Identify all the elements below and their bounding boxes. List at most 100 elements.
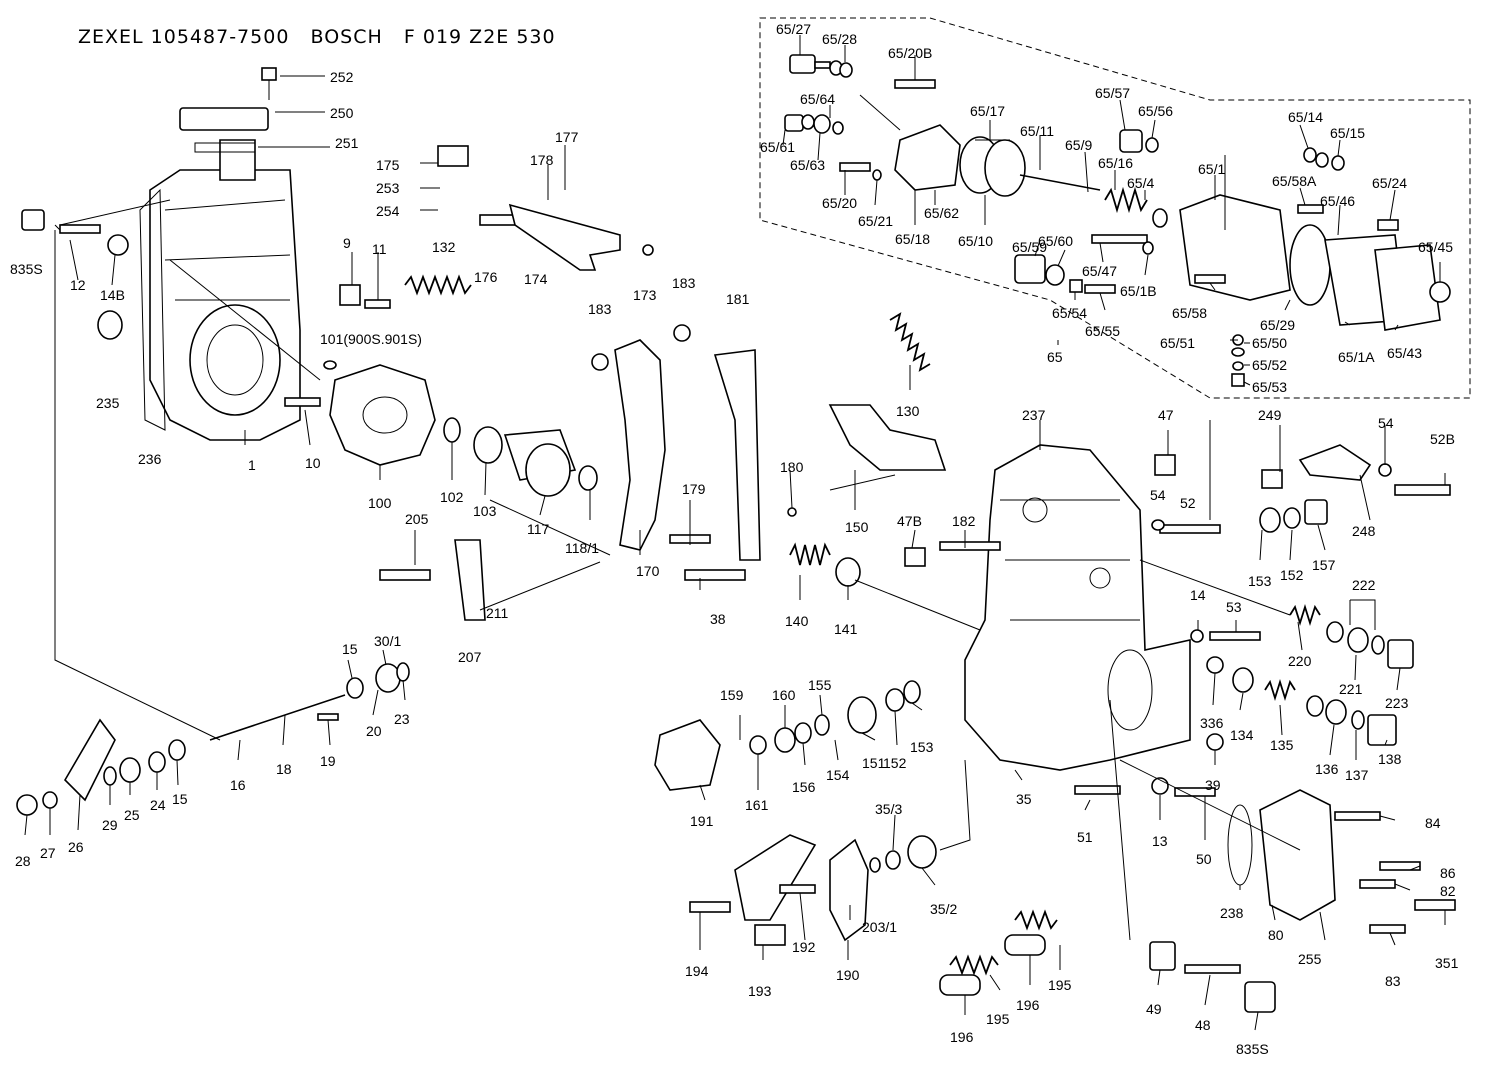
part-label: 53 <box>1226 599 1242 615</box>
gasket-236 <box>139 188 166 431</box>
lever-193 <box>734 834 817 921</box>
part-label: 236 <box>138 451 162 467</box>
part-label: 140 <box>785 613 809 629</box>
part-label: 26 <box>68 839 84 855</box>
sleeve-117 <box>503 429 577 497</box>
part-label: 141 <box>834 621 858 637</box>
part-label: 65/51 <box>1160 335 1195 351</box>
part-label: 65/10 <box>958 233 993 249</box>
lever-190 <box>829 838 869 942</box>
part-label: 159 <box>720 687 744 703</box>
spring-130 <box>889 312 931 372</box>
spring-195b <box>1014 909 1058 931</box>
part-label: 51 <box>1077 829 1093 845</box>
part-label: 182 <box>952 513 976 529</box>
part-label: 156 <box>792 779 816 795</box>
part-label: 196 <box>950 1029 974 1045</box>
part-label: 65 <box>1047 349 1063 365</box>
part-label: 150 <box>845 519 869 535</box>
shaft-65-11 <box>1019 174 1101 191</box>
diaphragm-65-17 <box>959 136 1026 197</box>
part-label: 251 <box>335 135 359 151</box>
part-label: 65/63 <box>790 157 825 173</box>
part-label: 191 <box>690 813 714 829</box>
part-label: 176 <box>474 269 498 285</box>
spring-220 <box>1289 603 1321 627</box>
part-label: 84 <box>1425 815 1441 831</box>
part-label: 174 <box>524 271 548 287</box>
part-label: 65/14 <box>1288 109 1323 125</box>
part-label: 65/4 <box>1127 175 1154 191</box>
part-label: 28 <box>15 853 31 869</box>
part-label: 336 <box>1200 715 1224 731</box>
part-label: 65/21 <box>858 213 893 229</box>
part-label: 65/64 <box>800 91 835 107</box>
connector-lines <box>54 94 1301 941</box>
part-label: 35 <box>1016 791 1032 807</box>
part-label: 49 <box>1146 1001 1162 1017</box>
part-label: 136 <box>1315 761 1339 777</box>
lever-150 <box>828 404 947 471</box>
part-label: 180 <box>780 459 804 475</box>
part-label: 65/15 <box>1330 125 1365 141</box>
part-label: 83 <box>1385 973 1401 989</box>
cover-255 <box>1259 789 1336 921</box>
part-label: 195 <box>986 1011 1010 1027</box>
leader-lines <box>24 35 1446 1031</box>
spring-132 <box>404 274 472 296</box>
part-label: 254 <box>376 203 400 219</box>
spring-195a <box>949 954 999 976</box>
part-label: 65/60 <box>1038 233 1073 249</box>
part-label: 130 <box>896 403 920 419</box>
part-label: 38 <box>710 611 726 627</box>
part-label: 178 <box>530 152 554 168</box>
part-label: 194 <box>685 963 709 979</box>
part-label: 65/17 <box>970 103 1005 119</box>
part-label: 65/1B <box>1120 283 1157 299</box>
part-label: 47 <box>1158 407 1174 423</box>
part-label: 137 <box>1345 767 1369 783</box>
lever-248 <box>1298 444 1372 481</box>
part-label: 65/20 <box>822 195 857 211</box>
part-label: 65/24 <box>1372 175 1407 191</box>
part-labels: 252 250 251 175 253 254 177 178 9 11 132… <box>10 21 1459 1057</box>
part-label: 65/54 <box>1052 305 1087 321</box>
part-label: 183 <box>588 301 612 317</box>
part-label: 15 <box>172 791 188 807</box>
housing-65-1 <box>1179 194 1441 331</box>
group-65-boundary <box>759 17 1471 399</box>
diagram-title: ZEXEL 105487-7500 BOSCH F 019 Z2E 530 <box>78 26 556 48</box>
part-label: 65/61 <box>760 139 795 155</box>
part-label: 18 <box>276 761 292 777</box>
part-label: 211 <box>486 605 509 621</box>
part-label: 207 <box>458 649 482 665</box>
part-label: 24 <box>150 797 166 813</box>
part-label: 14 <box>1190 587 1206 603</box>
lever-191 <box>654 719 721 791</box>
part-label: 173 <box>633 287 657 303</box>
part-label: 835S <box>10 261 43 277</box>
gasket-251 <box>194 142 256 153</box>
part-label: 235 <box>96 395 120 411</box>
part-label: 65/46 <box>1320 193 1355 209</box>
part-label: 250 <box>330 105 354 121</box>
part-label: 65/1A <box>1338 349 1375 365</box>
part-label: 205 <box>405 511 429 527</box>
part-label: 151 <box>862 755 886 771</box>
part-label: 252 <box>330 69 354 85</box>
part-label: 65/57 <box>1095 85 1130 101</box>
part-label: 154 <box>826 767 850 783</box>
part-label: 25 <box>124 807 140 823</box>
part-label: 65/56 <box>1138 103 1173 119</box>
part-label: 220 <box>1288 653 1312 669</box>
part-label: 160 <box>772 687 796 703</box>
bushing-103 <box>473 426 503 464</box>
part-label: 196 <box>1016 997 1040 1013</box>
spring-65-16 <box>1104 186 1148 214</box>
part-label: 65/58 <box>1172 305 1207 321</box>
part-label: 175 <box>376 157 400 173</box>
part-label: 221 <box>1339 681 1363 697</box>
part-label: 1 <box>248 457 256 473</box>
part-label: 48 <box>1195 1017 1211 1033</box>
